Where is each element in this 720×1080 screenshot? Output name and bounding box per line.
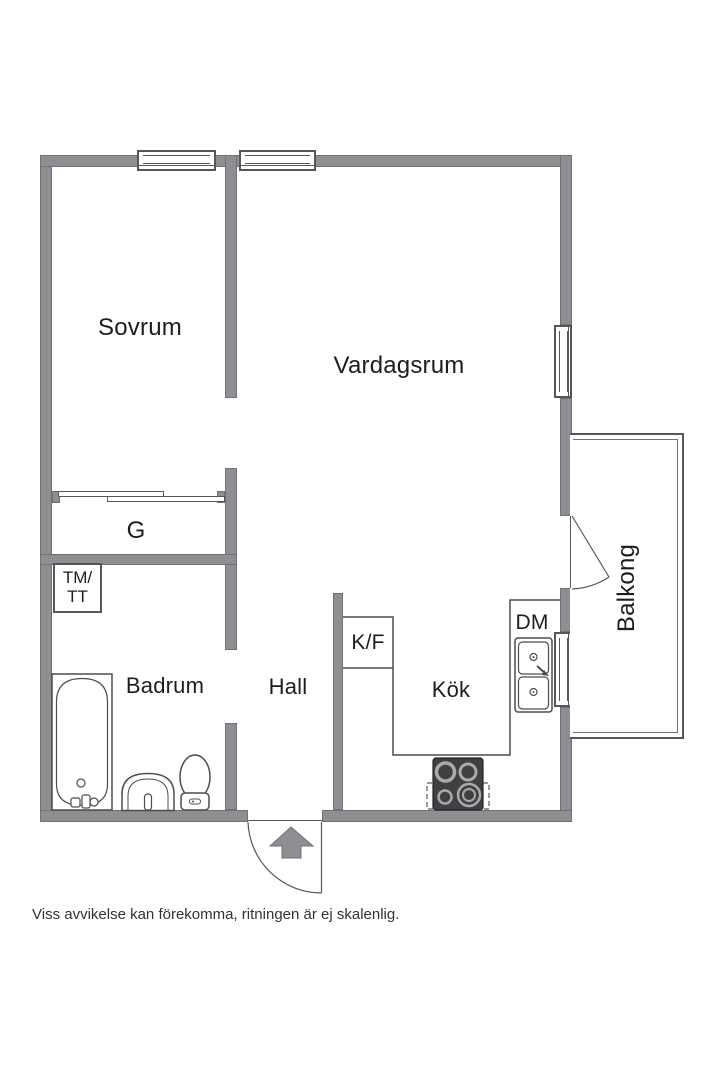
disclaimer-text: Viss avvikelse kan förekomma, ritningen … bbox=[32, 906, 400, 923]
wall-bottom-left bbox=[40, 810, 248, 822]
window-pane bbox=[559, 638, 568, 701]
bathroom-sink bbox=[121, 772, 175, 812]
entrance-arrow-icon bbox=[268, 826, 315, 859]
bathtub bbox=[51, 673, 113, 811]
window-sill bbox=[139, 165, 214, 166]
toilet bbox=[179, 754, 211, 811]
dishwasher-sink bbox=[514, 637, 553, 713]
wall-bedroom-divider bbox=[225, 155, 237, 398]
window-pane bbox=[245, 155, 310, 164]
room-label-kitchen: Kök bbox=[431, 677, 471, 702]
room-label-bedroom: Sovrum bbox=[98, 314, 182, 341]
room-label-living-room: Vardagsrum bbox=[333, 352, 465, 379]
kitchen-counter-line bbox=[343, 599, 560, 756]
wall-hall-kitchen bbox=[333, 593, 343, 810]
wall-left bbox=[40, 155, 52, 822]
window-sill bbox=[568, 327, 569, 396]
wall-right-lower bbox=[560, 707, 572, 822]
window-pane bbox=[143, 155, 210, 164]
room-label-closet: G bbox=[126, 517, 146, 544]
stove bbox=[426, 757, 490, 811]
room-label-bathroom: Badrum bbox=[125, 673, 205, 698]
washer-dryer-label-line2: TT bbox=[67, 587, 88, 606]
wall-right-between-door-and-window bbox=[560, 588, 572, 632]
wall-bottom-right bbox=[322, 810, 572, 822]
room-label-balcony: Balkong bbox=[613, 543, 640, 633]
window-sill bbox=[568, 634, 569, 705]
window-livingroom-top bbox=[239, 150, 316, 171]
sliding-door-panel-2 bbox=[107, 496, 225, 502]
room-label-hall: Hall bbox=[268, 674, 308, 699]
label-fridge-freezer: K/F bbox=[351, 631, 385, 654]
sliding-door-stub-left bbox=[52, 491, 60, 503]
window-pane bbox=[559, 331, 568, 392]
washer-dryer-label-line1: TM/ bbox=[62, 568, 93, 588]
window-bedroom bbox=[137, 150, 216, 171]
wall-closet-bottom bbox=[40, 554, 237, 565]
balcony-inner-line bbox=[573, 439, 678, 733]
wall-bathroom-right bbox=[225, 723, 237, 810]
window-livingroom-right bbox=[554, 325, 572, 398]
window-sill bbox=[241, 165, 314, 166]
entrance-door bbox=[247, 820, 323, 894]
label-dishwasher: DM bbox=[515, 611, 549, 634]
wall-right-upper bbox=[560, 155, 572, 325]
washer-dryer-box: TM/ TT bbox=[53, 563, 102, 613]
balcony-door bbox=[570, 515, 610, 590]
wall-right-mid bbox=[560, 398, 572, 516]
